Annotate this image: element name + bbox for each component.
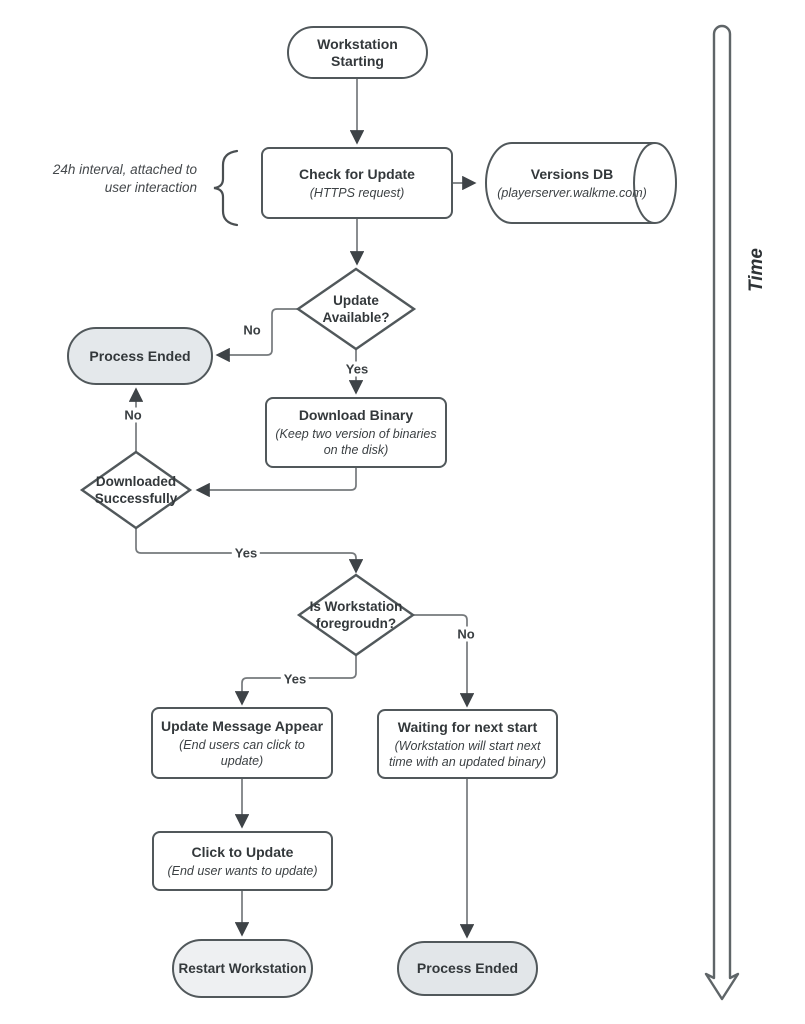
node-subtitle: (Keep two version of binaries on the dis… [275, 427, 437, 457]
node-title: Click to Update [191, 843, 294, 860]
shape-is-workstation-foreground [296, 573, 416, 657]
node-click-to-update: Click to Update (End user wants to updat… [153, 832, 332, 890]
node-subtitle: (HTTPS request) [309, 185, 405, 200]
node-title: Is Workstation foregroudn? [309, 599, 403, 631]
node-title: Update Message Appear [160, 717, 324, 734]
node-title: Download Binary [298, 407, 414, 423]
edge-download-to-downloaded [195, 467, 357, 498]
shape-downloaded-successfully [79, 450, 193, 530]
node-waiting-for-next-start: Waiting for next start (Workstation will… [378, 710, 557, 778]
interval-annotation: 24h interval, attached to user interacti… [52, 162, 197, 195]
connectors [128, 77, 477, 939]
node-title: Downloaded Successfully [94, 474, 178, 506]
edge-label-yes: Yes [280, 671, 310, 687]
edge-label-yes: Yes [342, 361, 372, 377]
node-download-binary: Download Binary (Keep two version of bin… [266, 398, 446, 467]
node-versions-db: Versions DB (playerserver.walkme.com) [492, 145, 652, 221]
edge-label-no: No [240, 322, 264, 338]
edge-foreground-no [413, 614, 475, 708]
shape-update-message-appear [151, 707, 333, 779]
node-process-ended-top: Process Ended [68, 328, 212, 384]
shape-restart-workstation [172, 939, 313, 998]
node-is-workstation-foreground: Is Workstation foregroudn? [296, 583, 416, 647]
shape-download-binary [265, 397, 447, 468]
node-title: Check for Update [299, 165, 415, 182]
node-shapes [67, 26, 677, 998]
node-title: Restart Workstation [178, 961, 307, 976]
node-subtitle: (playerserver.walkme.com) [497, 185, 647, 200]
node-restart-workstation: Restart Workstation [173, 940, 312, 997]
node-downloaded-successfully: Downloaded Successfully [76, 458, 196, 522]
edge-label-no: No [121, 407, 145, 423]
node-process-ended-bottom: Process Ended [398, 942, 537, 995]
node-title: Waiting for next start [397, 718, 538, 735]
shape-process-ended-top [67, 327, 213, 385]
node-update-available: Update Available? [296, 277, 416, 341]
node-title: Process Ended [416, 960, 519, 976]
node-title: Update Available? [322, 293, 390, 325]
edge-update-available-no [215, 308, 298, 363]
node-subtitle: (End user wants to update) [167, 863, 318, 878]
node-workstation-starting: Workstation Starting [288, 27, 427, 78]
node-title: Process Ended [89, 347, 191, 364]
shape-versions-db-seam [633, 142, 656, 224]
curly-brace-icon [213, 149, 239, 227]
shape-check-for-update [261, 147, 453, 219]
node-title: Versions DB [530, 165, 614, 182]
time-arrow [704, 24, 740, 1001]
time-axis-label: Time [746, 248, 767, 293]
shape-workstation-starting [287, 26, 428, 79]
node-subtitle: (Workstation will start next time with a… [388, 738, 547, 769]
edge-label-yes: Yes [231, 545, 261, 561]
shape-click-to-update [152, 831, 333, 891]
shape-update-available [295, 267, 417, 351]
node-title: Workstation Starting [317, 35, 398, 69]
edge-label-no: No [454, 626, 478, 642]
shape-waiting-for-next-start [377, 709, 558, 779]
node-update-message-appear: Update Message Appear (End users can cli… [152, 708, 332, 778]
node-check-for-update: Check for Update (HTTPS request) [262, 148, 452, 218]
shape-process-ended-bottom [397, 941, 538, 996]
node-subtitle: (End users can click to update) [179, 737, 305, 768]
